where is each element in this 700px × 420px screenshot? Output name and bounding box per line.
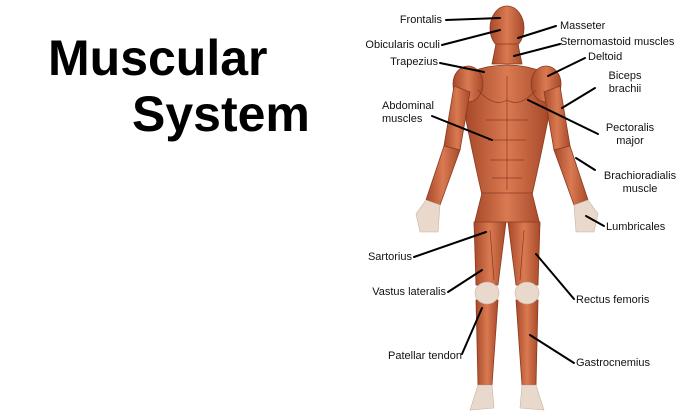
label-deltoid: Deltoid	[588, 51, 623, 63]
leader-abdominal	[431, 115, 493, 141]
leader-sartorius	[413, 231, 487, 258]
muscle-detail	[477, 76, 537, 281]
leader-brachioradialis	[575, 157, 596, 171]
leader-orbicularis	[441, 29, 501, 46]
body	[425, 5, 589, 386]
label-masseter: Masseter	[560, 20, 606, 32]
leader-pectoralis	[527, 99, 599, 135]
right-thigh	[507, 221, 541, 286]
label-brachioradialis-line-2: muscle	[622, 183, 658, 195]
label-pectoralis-line-1: Pectoralis	[605, 122, 655, 134]
title-line-1: Muscular	[48, 30, 268, 86]
label-pectoralis-line-2: major	[616, 135, 644, 147]
leader-masseter	[517, 25, 557, 39]
label-trapezius: Trapezius	[390, 56, 438, 68]
leader-vastus	[447, 269, 483, 293]
head	[489, 5, 525, 51]
label-brachioradialis: Brachioradialis muscle	[590, 170, 690, 196]
left-forearm	[425, 145, 461, 206]
leader-rectus	[535, 253, 575, 300]
label-abdominal-line-1: Abdominal	[382, 100, 434, 112]
leader-lines	[413, 17, 605, 364]
tendons	[415, 199, 599, 411]
label-pectoralis: Pectoralis major	[598, 122, 662, 148]
right-knee	[514, 281, 540, 305]
label-gastrocnemius: Gastrocnemius	[576, 357, 650, 369]
label-sartorius: Sartorius	[367, 251, 412, 263]
leader-lumbricales	[585, 215, 605, 227]
title-line-2: System	[132, 86, 310, 142]
pelvis	[473, 192, 541, 226]
label-abdominal-line-2: muscles	[382, 113, 423, 125]
label-sternomastoid: Sternomastoid muscles	[560, 36, 675, 48]
label-biceps: Biceps brachii	[596, 70, 654, 96]
label-patellar-tendon: Patellar tendon	[388, 350, 462, 362]
label-brachioradialis-line-1: Brachioradialis	[603, 170, 677, 182]
label-biceps-line-2: brachii	[608, 83, 642, 95]
left-hand	[415, 199, 441, 233]
page-title: Muscular System	[48, 30, 338, 142]
right-foot	[519, 384, 545, 411]
neck	[491, 43, 523, 65]
label-rectus-femoris: Rectus femoris	[576, 294, 650, 306]
right-forearm	[553, 145, 589, 206]
label-frontalis: Frontalis	[399, 14, 442, 26]
label-abdominal: Abdominal muscles	[382, 100, 434, 126]
leader-trapezius	[439, 62, 485, 73]
left-knee	[474, 281, 500, 305]
label-vastus-lateralis: Vastus lateralis	[372, 286, 446, 298]
right-shin	[515, 299, 539, 386]
left-foot	[469, 384, 495, 411]
label-lumbricales: Lumbricales	[606, 221, 666, 233]
label-orbicularis-oculi: Obicularis oculi	[365, 39, 440, 51]
leader-frontalis	[445, 17, 501, 21]
leader-biceps	[561, 87, 596, 109]
label-biceps-line-1: Biceps	[608, 70, 642, 82]
leader-gastrocnemius	[529, 334, 575, 364]
leader-patellar	[461, 307, 483, 355]
leader-deltoid	[547, 57, 586, 77]
leader-sternomastoid	[513, 43, 561, 57]
